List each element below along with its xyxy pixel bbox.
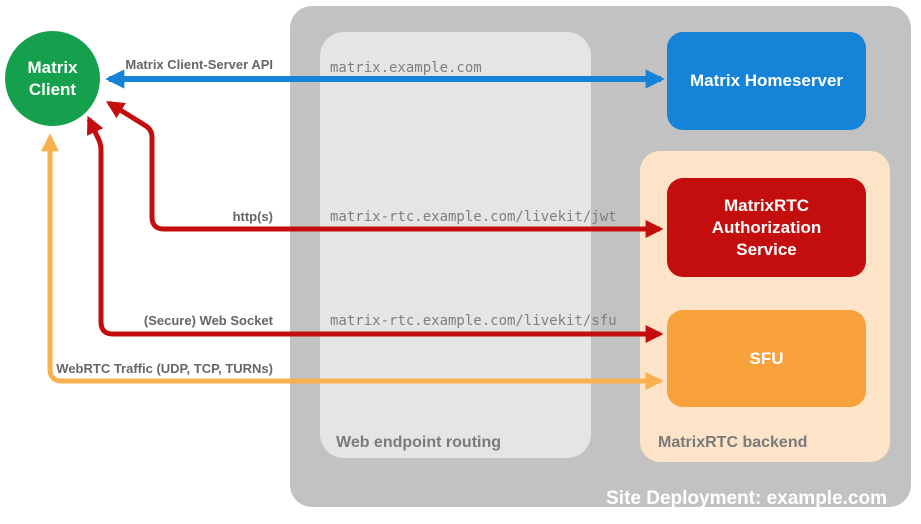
client-server-api-arrow-label: Matrix Client-Server API bbox=[125, 57, 273, 72]
matrixrtc-backend-label: MatrixRTC backend bbox=[658, 434, 808, 451]
sfu-node: SFU bbox=[667, 310, 866, 407]
matrixrtc-authorization-service-label: MatrixRTC Authorization Service bbox=[711, 195, 822, 259]
sfu-label: SFU bbox=[749, 348, 784, 368]
web-endpoint-routing-label: Web endpoint routing bbox=[336, 434, 502, 451]
endpoint-url-homeserver: matrix.example.com bbox=[330, 60, 482, 76]
web-socket-arrow-label: (Secure) Web Socket bbox=[143, 313, 273, 328]
matrix-client-label: Matrix Client bbox=[27, 57, 78, 99]
webrtc-traffic-arrow-label: WebRTC Traffic (UDP, TCP, TURNs) bbox=[56, 361, 273, 376]
web-endpoint-routing-panel bbox=[320, 32, 591, 458]
matrix-homeserver-label: Matrix Homeserver bbox=[689, 71, 844, 90]
endpoint-url-livekit-jwt: matrix-rtc.example.com/livekit/jwt bbox=[330, 209, 617, 225]
site-deployment-label: Site Deployment: example.com bbox=[606, 488, 887, 509]
matrixrtc-authorization-service-node: MatrixRTC Authorization Service bbox=[667, 178, 866, 277]
endpoint-url-livekit-sfu: matrix-rtc.example.com/livekit/sfu bbox=[330, 313, 617, 329]
http-arrow-label: http(s) bbox=[232, 209, 273, 224]
matrix-client-node: Matrix Client bbox=[5, 31, 100, 126]
matrix-homeserver-node: Matrix Homeserver bbox=[667, 32, 866, 130]
